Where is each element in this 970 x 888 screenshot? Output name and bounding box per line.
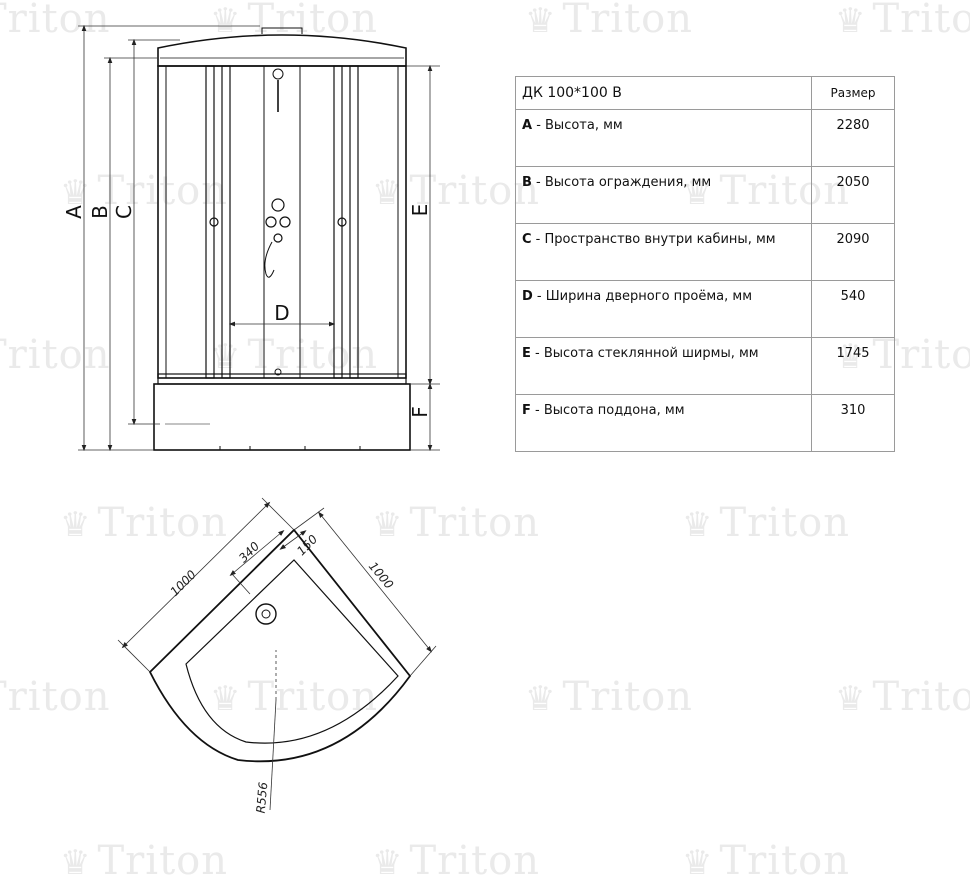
table-row: F - Высота поддона, мм 310 [515,394,895,452]
row-value: 540 [811,280,895,338]
front-elevation [153,27,411,451]
elevation-dimensions [78,24,440,452]
model-header: ДК 100*100 В [515,76,812,110]
row-label: F - Высота поддона, мм [515,394,812,452]
plan-dimensions [117,497,437,811]
size-header: Размер [811,76,895,110]
label-a: A [62,205,86,219]
watermark: ♛Triton [525,0,693,42]
watermark: ♛Triton [682,500,850,546]
row-label: E - Высота стеклянной ширмы, мм [515,337,812,395]
watermark: ♛Triton [60,838,228,884]
label-c: C [112,205,136,219]
label-f: F [408,406,432,418]
spec-table-header: ДК 100*100 В Размер [515,76,895,110]
row-value: 2090 [811,223,895,281]
dim-right-1000: 1000 [366,559,397,592]
watermark: ♛Triton [372,838,540,884]
watermark: ♛Triton [210,332,378,378]
row-label: B - Высота ограждения, мм [515,166,812,224]
dim-340: 340 [236,539,262,565]
dim-left-1000: 1000 [167,567,199,599]
watermark: ♛Triton [682,838,850,884]
table-row: A - Высота, мм 2280 [515,109,895,167]
watermark: ♛Triton [835,674,970,720]
label-d: D [274,301,289,325]
watermark: Triton [0,674,111,720]
table-row: D - Ширина дверного проёма, мм 540 [515,280,895,338]
row-label: C - Пространство внутри кабины, мм [515,223,812,281]
label-b: B [88,205,112,219]
spec-table: ДК 100*100 В Размер A - Высота, мм 2280 … [515,76,895,452]
row-label: D - Ширина дверного проёма, мм [515,280,812,338]
label-e: E [408,204,432,217]
watermark: ♛Triton [210,674,378,720]
watermark: Triton [0,332,111,378]
watermark: ♛Triton [835,0,970,42]
table-row: B - Высота ограждения, мм 2050 [515,166,895,224]
table-row: C - Пространство внутри кабины, мм 2090 [515,223,895,281]
row-value: 1745 [811,337,895,395]
table-row: E - Высота стеклянной ширмы, мм 1745 [515,337,895,395]
watermark: ♛Triton [525,674,693,720]
row-value: 2050 [811,166,895,224]
dim-radius: R556 [254,781,271,814]
row-value: 2280 [811,109,895,167]
watermark: Triton [0,0,111,42]
row-value: 310 [811,394,895,452]
row-label: A - Высота, мм [515,109,812,167]
